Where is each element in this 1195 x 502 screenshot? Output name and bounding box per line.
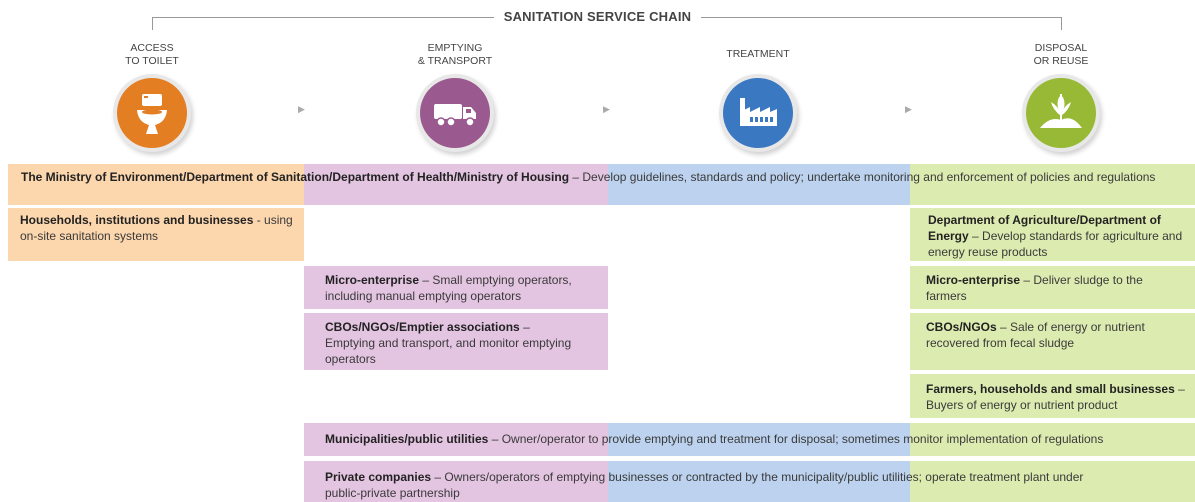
band-ministry-disposal [910, 164, 1195, 205]
band-municipalities-treatment [608, 423, 910, 456]
cell-municipalities: Municipalities/public utilities – Owner/… [325, 432, 1104, 446]
arrow-1: ▶ [298, 104, 305, 114]
diagram-title: SANITATION SERVICE CHAIN [0, 9, 1195, 24]
band-ministry-treatment [608, 164, 910, 205]
cell-households: Households, institutions and businesses … [20, 213, 293, 243]
arrow-3: ▶ [905, 104, 912, 114]
cell-ministry: The Ministry of Environment/Department o… [21, 170, 1156, 184]
band-households [8, 208, 304, 261]
stage-label-emptying: EMPTYING& TRANSPORT [417, 42, 493, 67]
band-cbo-emptying [304, 313, 608, 370]
cell-micro-disposal: Micro-enterprise – Deliver sludge to the… [926, 273, 1143, 303]
cell-cbo-disposal: CBOs/NGOs – Sale of energy or nutrient r… [926, 320, 1145, 350]
stage-circle-treatment [723, 78, 793, 148]
cell-private: Private companies – Owners/operators of … [325, 470, 1084, 500]
cell-agriculture: Department of Agriculture/Department of … [928, 213, 1183, 259]
toilet-icon [137, 94, 167, 134]
truck-icon [434, 104, 476, 127]
band-cbo-disposal [910, 313, 1195, 370]
factory-icon [740, 98, 777, 126]
band-farmers [910, 374, 1195, 418]
cell-micro-emptying: Micro-enterprise – Small emptying operat… [325, 273, 572, 303]
stage-circle-access [117, 78, 187, 148]
band-agriculture [910, 208, 1195, 261]
plant-icon [1040, 94, 1082, 128]
cell-cbo-emptying: CBOs/NGOs/Emptier associations – Emptyin… [325, 320, 572, 366]
band-private-disposal [910, 461, 1195, 502]
cell-farmers: Farmers, households and small businesses… [926, 382, 1185, 412]
band-micro-disposal [910, 266, 1195, 309]
band-municipalities-disposal [910, 423, 1195, 456]
stage-circle-emptying [420, 78, 490, 148]
band-private-treatment [608, 461, 910, 502]
band-municipalities-emptying [304, 423, 608, 456]
stage-label-treatment: TREATMENT [726, 48, 790, 60]
band-private-emptying [304, 461, 608, 502]
band-ministry-access [8, 164, 304, 205]
arrow-2: ▶ [603, 104, 610, 114]
band-ministry-emptying [304, 164, 608, 205]
band-micro-emptying [304, 266, 608, 309]
stage-circle-disposal [1026, 78, 1096, 148]
